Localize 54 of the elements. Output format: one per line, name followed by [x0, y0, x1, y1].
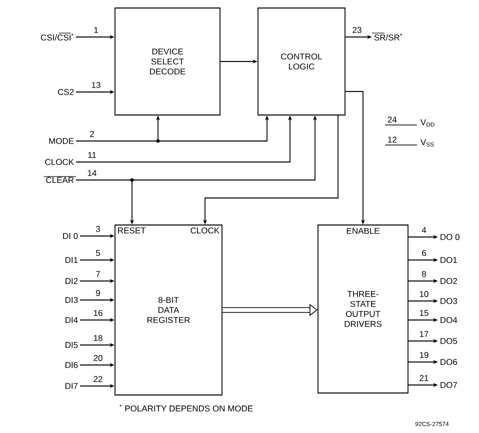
pin-number: 13 [92, 82, 100, 88]
pin-name: DO5 [440, 338, 458, 344]
pin-name: DO1 [440, 257, 457, 263]
pin-number: 8 [422, 271, 426, 277]
port-label: RESET [118, 227, 146, 234]
block-box: CONTROL LOGIC [258, 8, 346, 116]
pin-number: 10 [420, 291, 428, 297]
pin-number: 21 [420, 375, 428, 381]
pin-name: DI 0 [63, 233, 78, 239]
pin-name: DI6 [66, 362, 78, 368]
pin-number: 11 [88, 152, 96, 158]
footnote: $^{*}$ POLARITY DEPENDS ON MODE [120, 404, 253, 412]
pin-name: CLOCK [45, 159, 74, 165]
pin-number: 4 [422, 227, 426, 233]
pin-number: 9 [96, 290, 100, 296]
pin-number: 6 [422, 250, 426, 256]
pin-name: DO4 [440, 317, 458, 323]
pin-number: 22 [94, 376, 102, 382]
pin-number: 5 [96, 250, 100, 256]
pin-name: MODE [49, 138, 74, 144]
pin-name: DO3 [440, 298, 458, 304]
pin-name: CS2 [58, 89, 74, 95]
pin-number: 23 [352, 27, 362, 33]
pin-name: DO6 [440, 359, 458, 365]
block-box: DEVICE SELECT DECODE [114, 8, 220, 116]
pin-name: DO2 [440, 278, 457, 284]
pin-name: DO 0 [440, 234, 460, 240]
pin-number: 14 [88, 170, 96, 176]
pin-number: 24 [388, 116, 397, 123]
pin-name: DI5 [66, 342, 78, 348]
pin-number: 18 [94, 335, 102, 341]
supply-name: V$_{DD}$ [420, 119, 434, 127]
pin-name: CSI/CSI$^{*}$ [40, 32, 74, 40]
pin-number: 7 [96, 271, 100, 277]
pin-name: DI4 [66, 317, 78, 323]
port-label: ENABLE [346, 228, 380, 234]
pin-name: DI3 [66, 297, 78, 303]
pin-number: 2 [90, 131, 94, 137]
pin-number: 3 [96, 226, 100, 232]
pin-number: 16 [94, 310, 102, 316]
pin-name: DI1 [66, 257, 78, 263]
pin-number: 19 [420, 352, 428, 358]
pin-number: 1 [94, 27, 98, 33]
pin-number: 20 [94, 355, 102, 361]
pin-number: 17 [420, 331, 428, 337]
pin-number: 15 [420, 310, 428, 316]
supply-name: V$_{SS}$ [420, 139, 434, 147]
pin-name: DI7 [66, 383, 78, 389]
pin-name: DO7 [440, 382, 457, 388]
pin-name: DI2 [66, 278, 78, 284]
pin-name: CLEAR [43, 176, 76, 183]
port-label: CLOCK [190, 227, 220, 234]
pin-name: SR/SR$^{*}$ [372, 32, 402, 40]
pin-number: 12 [388, 136, 396, 143]
